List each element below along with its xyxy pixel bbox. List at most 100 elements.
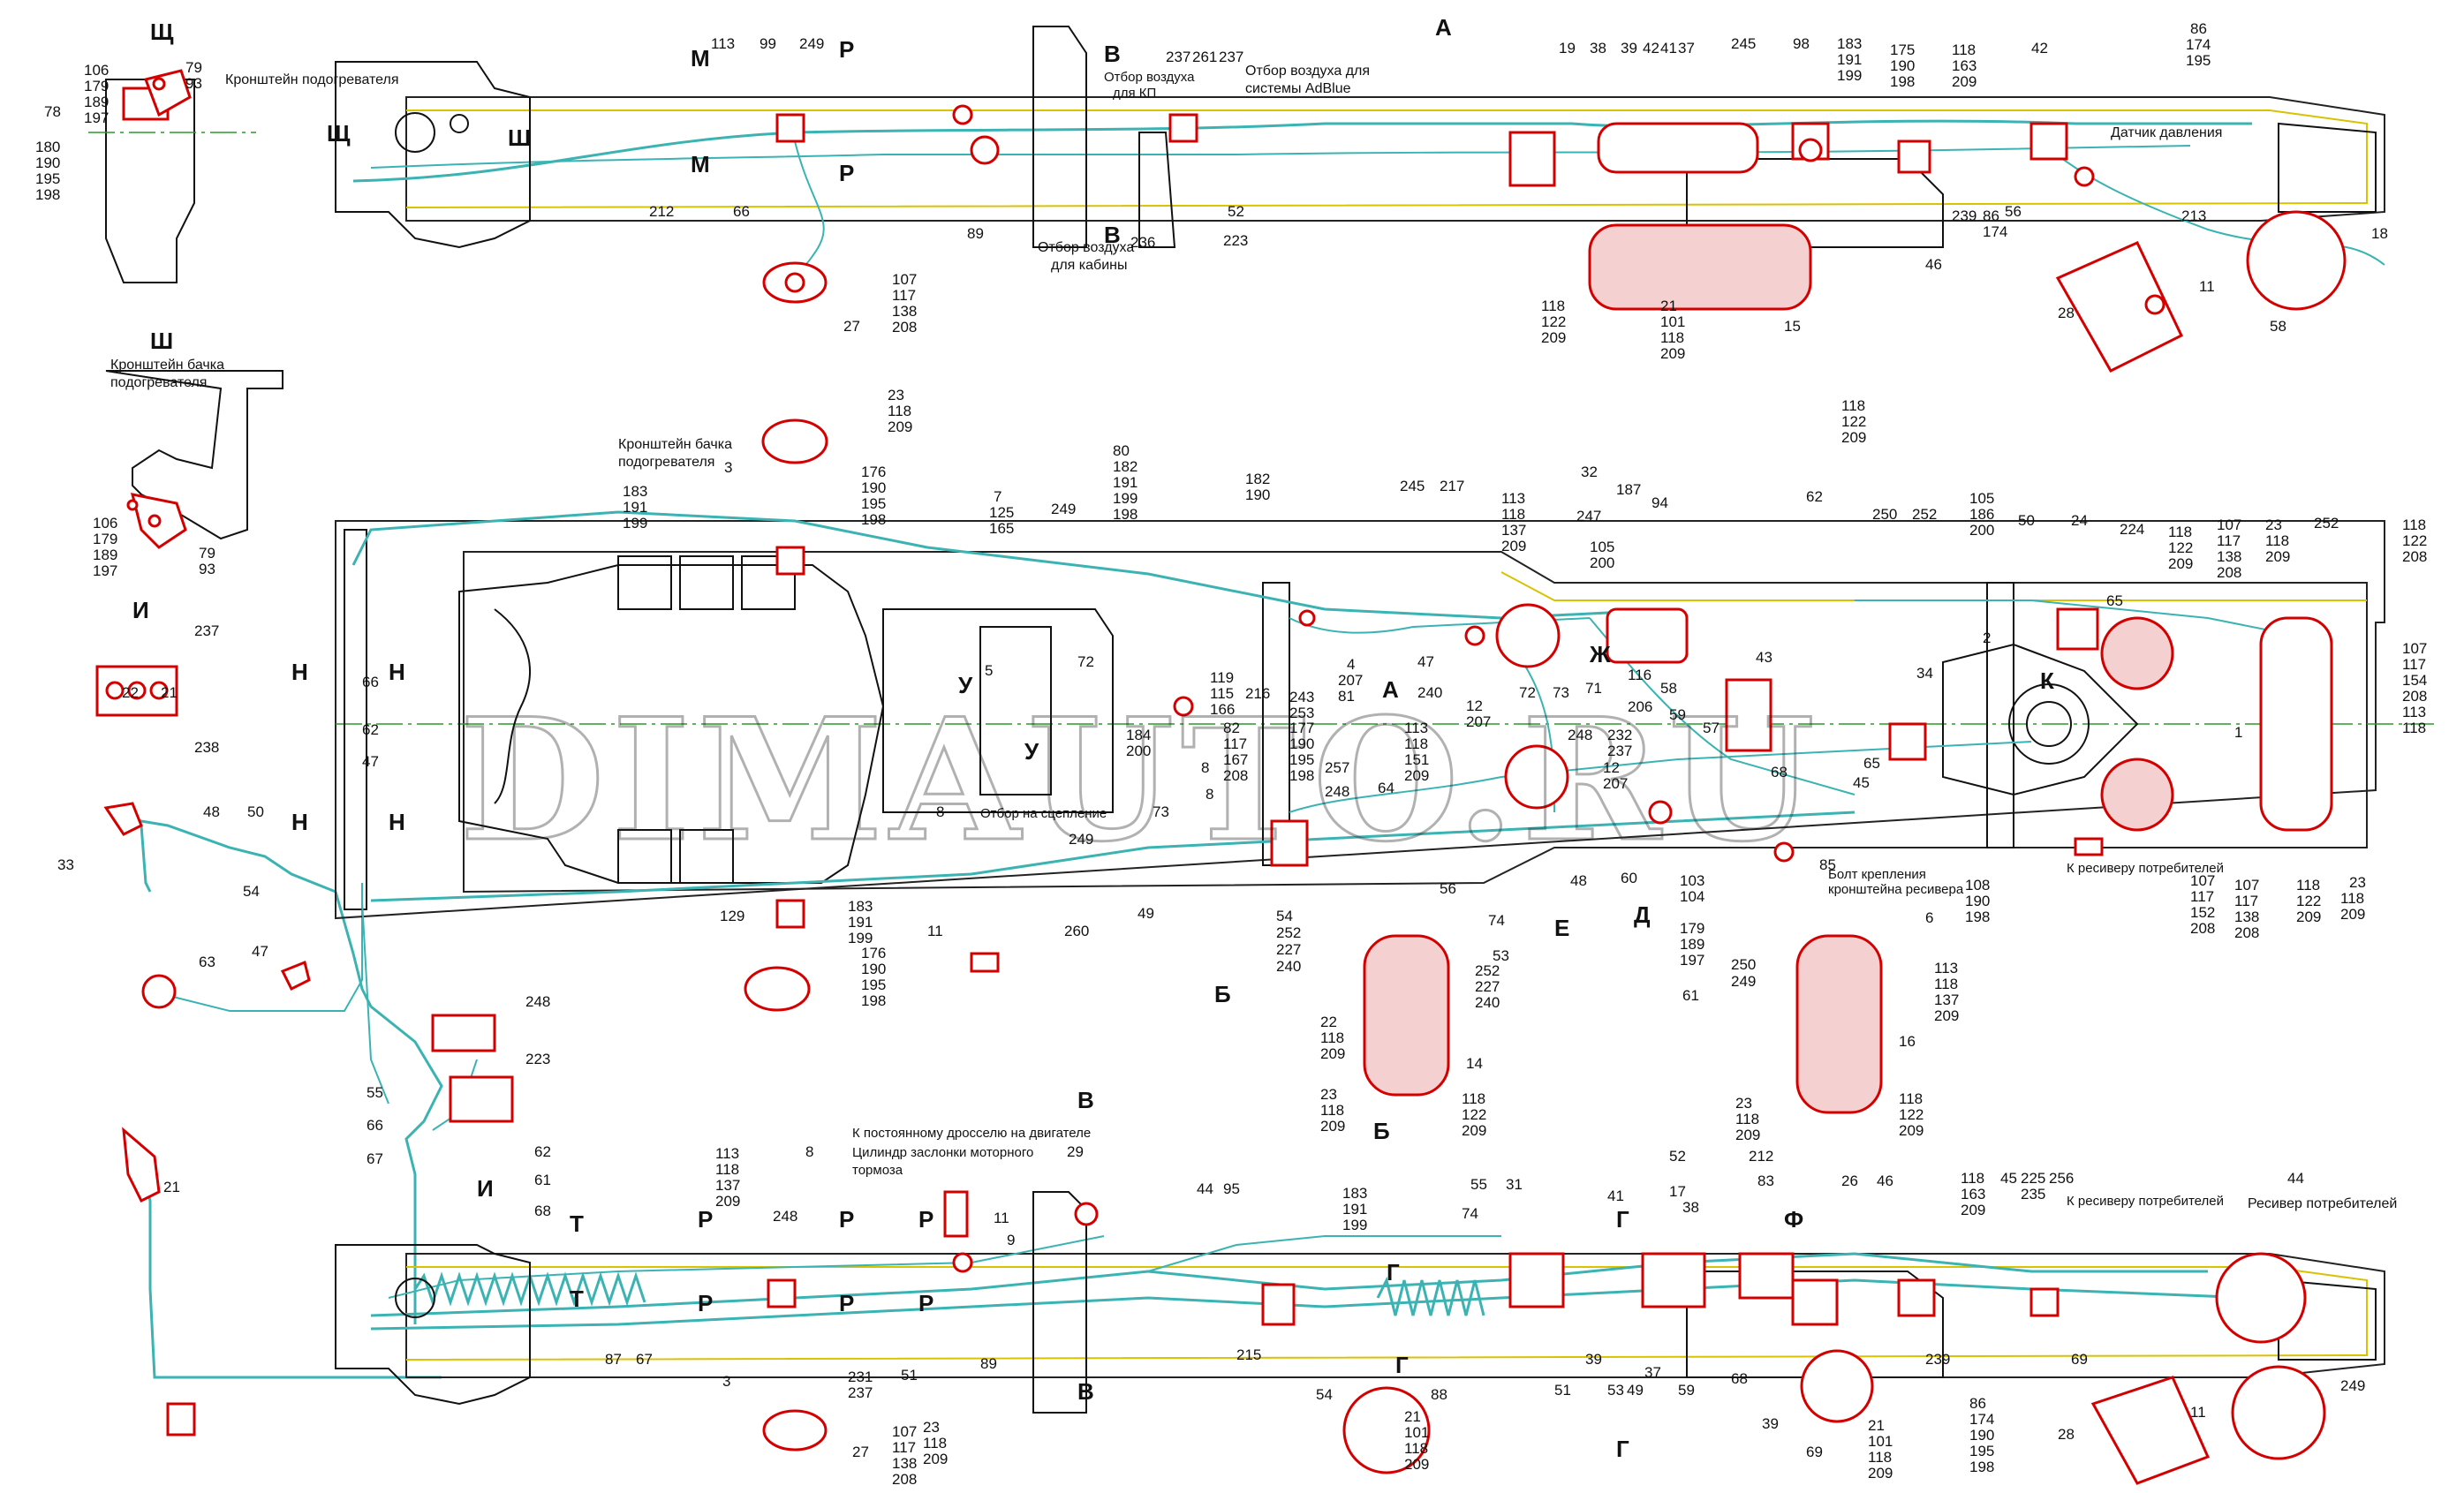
callout-b-118c: 118 (923, 1435, 947, 1452)
callout-m-182b: 182 (1245, 471, 1270, 487)
view-letter-g-3: Г (1395, 1352, 1409, 1378)
callout-248-side: 248 (525, 993, 550, 1010)
callout-m-7: 7 (994, 488, 1001, 505)
callout-m-190e: 190 (861, 961, 886, 977)
view-letter-shch-2: Щ (327, 120, 351, 147)
callout-m-118d: 118 (2168, 524, 2192, 540)
callout-163: 163 (1952, 57, 1976, 74)
callout-m-125: 125 (989, 504, 1014, 521)
callout-m-8: 8 (1201, 759, 1209, 776)
receiver-right-mid (2259, 616, 2333, 832)
callout-m-122c: 122 (2402, 532, 2427, 549)
callout-m-200c: 200 (1126, 743, 1151, 759)
callout-m-249b: 249 (1069, 831, 1093, 848)
callout-m-209n: 209 (1899, 1122, 1924, 1139)
callout-m-118c: 118 (1841, 397, 1865, 414)
callout-18: 18 (2371, 225, 2388, 242)
callout-m-183: 183 (623, 483, 647, 500)
callout-m-6: 6 (1925, 909, 1933, 926)
callout-m-183b: 183 (848, 898, 873, 915)
callout-b-118e: 118 (1404, 1440, 1428, 1457)
callout-b-46: 46 (1877, 1173, 1893, 1189)
callout-b-174: 174 (1969, 1411, 1994, 1428)
callout-m-66: 66 (362, 674, 379, 690)
callout-m-32: 32 (1581, 464, 1598, 480)
callout-b-190: 190 (1969, 1427, 1994, 1444)
callout-b-88: 88 (1431, 1386, 1447, 1403)
callout-m-167: 167 (1223, 751, 1248, 768)
callout-m-208c: 208 (2402, 688, 2427, 705)
callout-261: 261 (1192, 49, 1217, 65)
callout-b-49: 49 (1627, 1382, 1644, 1399)
callout-213: 213 (2181, 207, 2206, 224)
callout-m-257: 257 (1325, 759, 1349, 776)
view-letter-p-1: Р (839, 36, 854, 63)
callout-198: 198 (1890, 73, 1915, 90)
callout-m-11: 11 (927, 923, 943, 939)
view-letter-n-2: Н (389, 659, 405, 685)
callout-93-sh: 93 (199, 561, 215, 577)
callout-195: 195 (35, 170, 60, 187)
callout-b-208: 208 (892, 1471, 917, 1488)
watermark: DIMAUTO.RU (459, 682, 1822, 878)
callout-198: 198 (35, 186, 60, 203)
view-letter-g-4: Г (1616, 1436, 1629, 1462)
callout-m-81: 81 (1338, 688, 1355, 705)
callouts-mid: 23 118 209 3 176 190 195 198 183 191 199… (362, 387, 2427, 1143)
callout-54: 54 (243, 883, 260, 900)
callout-m-237: 237 (1607, 743, 1632, 759)
callout-21: 21 (1660, 298, 1677, 314)
callout-50: 50 (247, 803, 264, 820)
callout-b-69b: 69 (2071, 1351, 2088, 1368)
receiver-consumer (2215, 1252, 2307, 1344)
callout-58: 58 (2270, 318, 2286, 335)
callouts-bottom: 113 118 137 209 8 248 11 9 29 44 95 183 … (605, 1143, 2365, 1488)
callout-m-207c: 207 (1603, 775, 1628, 792)
callout-b-51: 51 (901, 1367, 918, 1384)
callout-b-45: 45 (2000, 1170, 2017, 1187)
callout-m-118h: 118 (1404, 735, 1428, 752)
callout-209: 209 (1952, 73, 1976, 90)
callout-m-56: 56 (1440, 880, 1456, 897)
view-letter-t-2: Т (570, 1286, 584, 1312)
view-letter-k: К (2040, 667, 2054, 694)
callout-m-107c: 107 (2190, 872, 2215, 889)
valve-248 (1504, 744, 1569, 810)
callout-m-94: 94 (1651, 494, 1668, 511)
callout-m-207: 207 (1338, 672, 1363, 689)
callout-93: 93 (185, 75, 202, 92)
callout-m-118: 118 (888, 403, 911, 419)
callout-m-252: 252 (1912, 506, 1937, 523)
callout-38: 38 (1590, 40, 1606, 57)
callout-19: 19 (1559, 40, 1576, 57)
wheel-brake-rear-1 (2100, 616, 2174, 690)
callout-39: 39 (1621, 40, 1637, 57)
callout-m-197: 197 (1680, 952, 1704, 969)
callout-m-107b: 107 (2402, 640, 2427, 657)
note-air-cabin-2: для кабины (1051, 258, 1127, 273)
view-letter-v-3: В (1077, 1087, 1094, 1113)
callout-m-209k: 209 (1320, 1118, 1345, 1135)
callout-b-231: 231 (848, 1369, 873, 1385)
brake-chamber-27-bottom (762, 1409, 828, 1452)
receiver-19-top (1597, 122, 1759, 174)
callout-138: 138 (892, 303, 917, 320)
callout-m-227: 227 (1276, 941, 1301, 958)
callout-b-191: 191 (1342, 1201, 1367, 1218)
view-letter-p-4: Р (698, 1290, 713, 1316)
note-bracket-tank-top-2: подогревателя (618, 455, 714, 470)
callout-m-113d: 113 (1934, 960, 1958, 976)
receiver-15-top (1588, 223, 1812, 311)
pressure-gauge-33 (141, 974, 177, 1009)
callout-m-154: 154 (2402, 672, 2427, 689)
callout-m-113: 113 (1501, 490, 1525, 507)
callout-b-118: 118 (715, 1161, 739, 1178)
callout-m-117b: 117 (2402, 656, 2426, 673)
callout-m-64: 64 (1378, 780, 1395, 796)
callout-197: 197 (84, 109, 109, 126)
callout-m-118o: 118 (1735, 1111, 1759, 1127)
callout-m-4: 4 (1347, 656, 1355, 673)
callout-b-209c: 209 (923, 1451, 948, 1467)
callout-174b: 174 (1983, 223, 2007, 240)
view-letter-zh: Ж (1589, 641, 1611, 667)
